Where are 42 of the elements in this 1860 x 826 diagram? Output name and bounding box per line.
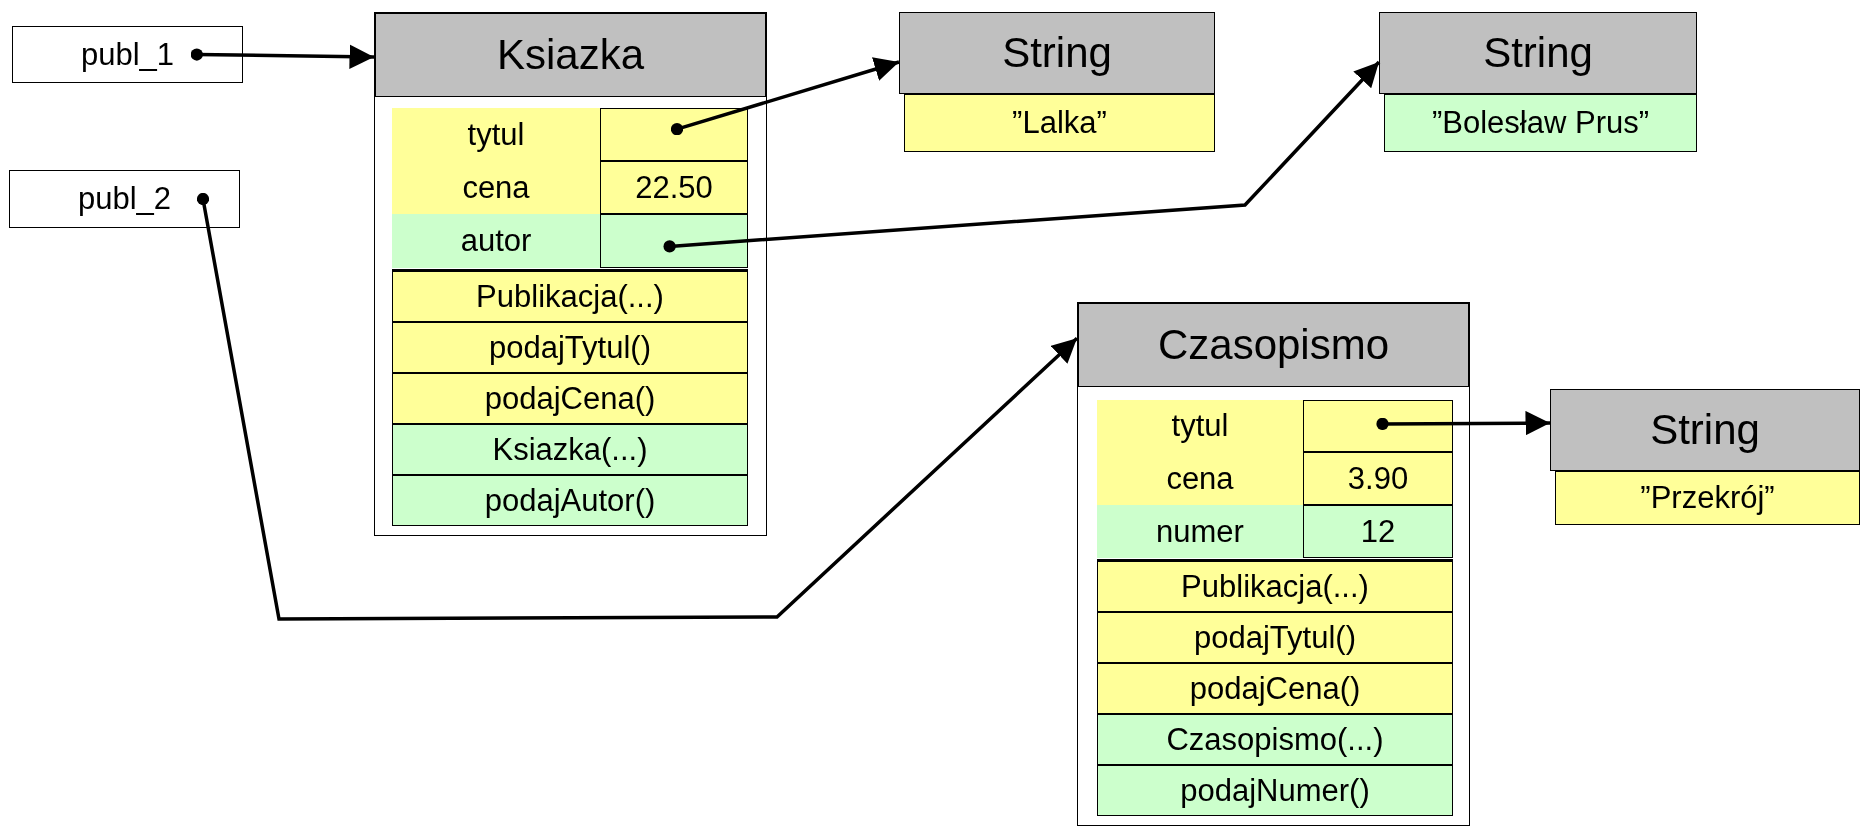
field-name: autor	[392, 214, 600, 268]
reference-slot	[1303, 400, 1453, 452]
string-value: ”Przekrój”	[1555, 471, 1860, 525]
field-name: cena	[1097, 452, 1303, 505]
string-value: ”Lalka”	[904, 94, 1215, 152]
string-object	[899, 12, 1215, 152]
string-object	[1550, 389, 1860, 525]
field-name: numer	[1097, 505, 1303, 558]
variable-box: publ_1	[12, 26, 243, 83]
method-row: podajCena()	[1097, 663, 1453, 714]
reference-slot	[600, 108, 748, 161]
class-name-header: Ksiazka	[375, 13, 766, 97]
class-name-header: String	[1550, 389, 1860, 471]
class-name-header: String	[1379, 12, 1697, 94]
method-row: Czasopismo(...)	[1097, 714, 1453, 765]
field-value: 22.50	[600, 161, 748, 214]
method-row: podajAutor()	[392, 475, 748, 526]
class-name-header: String	[899, 12, 1215, 94]
object-box	[374, 12, 767, 536]
method-row: podajTytul()	[1097, 612, 1453, 663]
class-name-header: Czasopismo	[1078, 303, 1469, 387]
field-value: 3.90	[1303, 452, 1453, 505]
field-name: cena	[392, 161, 600, 214]
method-row: podajCena()	[392, 373, 748, 424]
method-row: Publikacja(...)	[1097, 561, 1453, 612]
reference-arrow	[670, 57, 900, 136]
reference-arrow	[190, 44, 375, 69]
reference-arrow	[1376, 410, 1550, 436]
object-box	[1077, 302, 1470, 826]
field-value: 12	[1303, 505, 1453, 558]
method-row: podajNumer()	[1097, 765, 1453, 816]
reference-arrow	[663, 60, 1381, 253]
field-name: tytul	[1097, 400, 1303, 452]
reference-slot	[600, 214, 748, 268]
string-object	[1379, 12, 1697, 152]
method-row: Publikacja(...)	[392, 271, 748, 322]
string-value: ”Bolesław Prus”	[1384, 94, 1697, 152]
method-row: podajTytul()	[392, 322, 748, 373]
reference-arrow	[196, 192, 1079, 621]
method-row: Ksiazka(...)	[392, 424, 748, 475]
variable-box: publ_2	[9, 170, 240, 228]
field-name: tytul	[392, 108, 600, 161]
